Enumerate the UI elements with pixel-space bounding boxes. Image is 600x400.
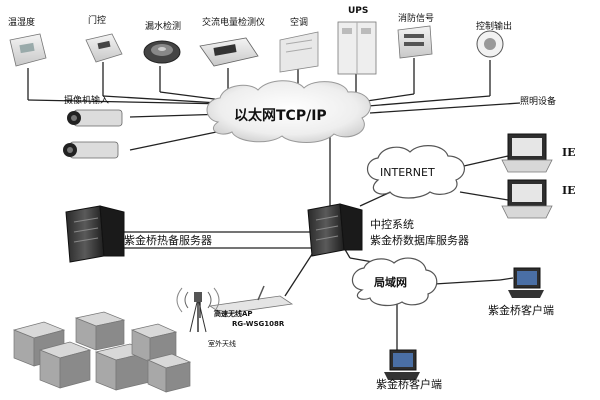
air-conditioner-icon (279, 31, 319, 73)
ie-client-computer-icon (501, 133, 553, 173)
ups-label: UPS (348, 6, 369, 16)
ups-cabinet-icon (337, 21, 377, 75)
ie-label-1: IE (562, 146, 576, 159)
camera-input-label: 摄像机输入 (64, 96, 110, 106)
water-leak-label: 漏水检测 (145, 22, 182, 32)
water-leak-detector-icon (143, 40, 181, 64)
central-database-server-icon (307, 203, 363, 257)
ie-label-2: IE (562, 184, 576, 197)
internet-label: INTERNET (380, 166, 435, 179)
hot-standby-server-icon (65, 205, 125, 263)
lan-cloud (351, 257, 438, 307)
door-control-label: 门控 (88, 16, 107, 26)
outdoor-antenna-icon (176, 287, 220, 333)
client-label-2: 紫金桥客户端 (376, 378, 442, 391)
ac-power-meter-label: 交流电量检测仪 (202, 18, 266, 28)
buildings-icon (12, 311, 192, 393)
wireless-ap-label: 高速无线AP (214, 310, 253, 318)
internet-cloud (366, 145, 465, 199)
lan-client-computer-icon (508, 267, 544, 298)
ac-power-meter-icon (199, 37, 259, 67)
temp-humidity-label: 温湿度 (8, 18, 36, 28)
fire-signal-label: 消防信号 (398, 14, 435, 24)
control-output-label: 控制输出 (476, 22, 513, 32)
wireless-ap-icon (208, 285, 294, 315)
camera-icon (67, 109, 123, 127)
outdoor-antenna-label: 室外天线 (208, 340, 236, 348)
door-control-icon (85, 33, 123, 63)
lan-label: 局域网 (374, 276, 407, 289)
ethernet-label: 以太网TCP/IP (234, 108, 327, 124)
hot-standby-server-label: 紫金桥热备服务器 (124, 234, 212, 247)
central-system-label: 中控系统 (370, 218, 414, 231)
database-server-label: 紫金桥数据库服务器 (370, 234, 469, 247)
lan-client-computer-icon (384, 349, 420, 380)
temp-humidity-sensor-icon (9, 33, 47, 67)
camera-icon (63, 141, 119, 159)
client-label-1: 紫金桥客户端 (488, 304, 554, 317)
control-output-icon (476, 30, 504, 58)
ethernet-cloud (206, 80, 371, 143)
ie-client-computer-icon (501, 179, 553, 219)
fire-signal-panel-icon (397, 25, 433, 59)
ap-model-label: RG-WSG108R (232, 320, 285, 328)
lighting-label: 照明设备 (520, 97, 557, 107)
air-conditioner-label: 空调 (290, 18, 309, 28)
